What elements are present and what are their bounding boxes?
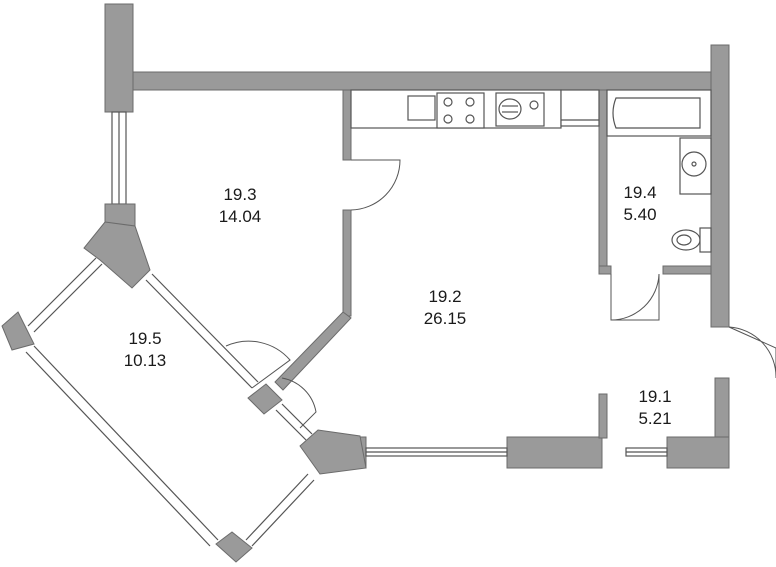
door-balcony-2 [281, 377, 317, 429]
door-entrance [728, 326, 776, 378]
appliance-icon [407, 95, 436, 121]
wall-bathroom-stub [598, 265, 612, 275]
room-id: 19.2 [428, 287, 462, 306]
room-label-19-3: 19.3 14.04 [195, 184, 285, 228]
wall-bathroom-left [598, 89, 608, 271]
wall-bottom-right [666, 436, 730, 469]
room-area: 5.40 [623, 205, 657, 224]
room-area: 10.13 [123, 351, 167, 370]
bathtub-icon [606, 89, 712, 137]
door-bathroom [610, 273, 660, 321]
door-bedroom [350, 159, 401, 211]
wall-bottom-mid [506, 436, 603, 469]
room-area: 14.04 [218, 207, 262, 226]
balcony-corner-right [299, 429, 367, 475]
wall-bedroom-right [342, 209, 352, 317]
room-label-19-2: 19.2 26.15 [400, 286, 490, 330]
room-area: 5.21 [638, 409, 672, 428]
wall-kitchen-left [342, 89, 352, 161]
wall-bathroom-bottom [662, 265, 712, 275]
stove-icon [436, 92, 485, 129]
room-id: 19.3 [223, 185, 257, 204]
toilet-icon [671, 227, 712, 253]
wall-mid-junction [247, 383, 283, 415]
room-id: 19.5 [128, 329, 162, 348]
balcony-corner-left [1, 311, 35, 351]
balcony-corner-bottom [215, 531, 253, 563]
room-id: 19.4 [623, 183, 657, 202]
room-label-19-4: 19.4 5.40 [595, 182, 685, 226]
door-balcony-1 [225, 340, 291, 389]
wall-bedroom-diagonal [274, 311, 352, 391]
room-label-19-1: 19.1 5.21 [610, 386, 700, 430]
wall-right-upper [710, 44, 730, 328]
room-id: 19.1 [638, 387, 672, 406]
wall-top [132, 71, 729, 91]
balcony-corner-top [83, 221, 151, 289]
wall-left-upper [104, 3, 134, 113]
room-label-19-5: 19.5 10.13 [100, 328, 190, 372]
wall-partition-hall [598, 393, 608, 439]
room-area: 26.15 [423, 309, 467, 328]
